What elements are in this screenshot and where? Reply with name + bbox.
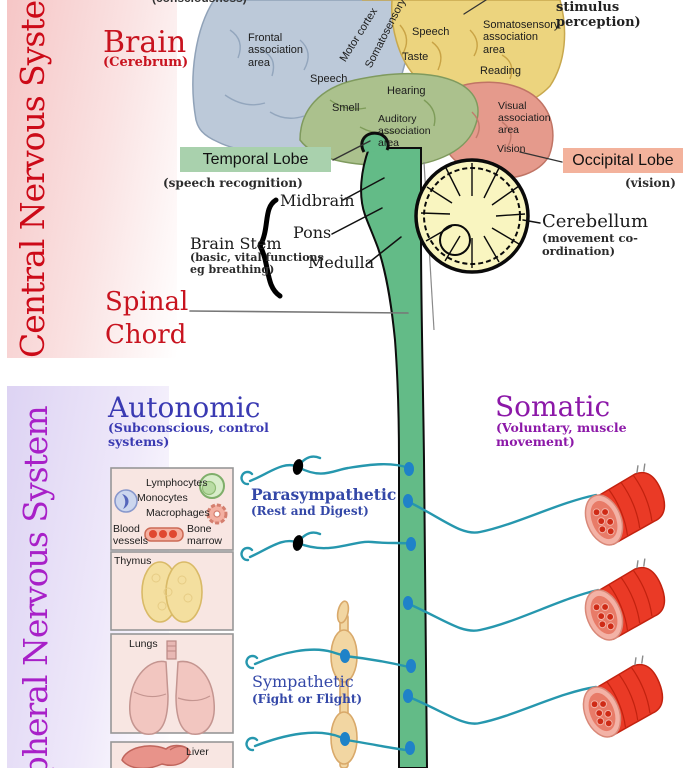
macrophage-cell-icon — [206, 503, 228, 525]
thymus-icon — [141, 561, 203, 623]
brain-subheading: (Cerebrum) — [103, 55, 189, 70]
somatic-nerve-3 — [407, 685, 598, 725]
sympathetic-label: Sympathetic — [252, 672, 354, 691]
smell-label: Smell — [332, 102, 360, 114]
brain-stem-sub: (basic, vital functions eg breathing) — [190, 251, 324, 277]
blood-vessel-icon — [144, 527, 184, 542]
monocyte-cell-icon — [114, 489, 138, 513]
brain-heading: Brain — [103, 25, 187, 60]
vision-label: Vision — [497, 143, 526, 155]
brain-illustration — [192, 0, 566, 179]
spinal-cord-shape — [360, 147, 429, 768]
cerebellum-illustration — [414, 158, 530, 274]
cerebellum-sub: (movement co-ordination) — [542, 231, 638, 258]
muscle-fibre-1 — [584, 463, 666, 546]
ganglia-nodes — [292, 459, 416, 755]
blood-vessels-label: Blood vessels — [113, 523, 149, 547]
brainstem-top-hook — [360, 131, 390, 153]
speech-frontal-label: Speech — [310, 73, 348, 85]
pointer-lines — [189, 0, 563, 314]
medulla-label: Medulla — [308, 253, 375, 272]
somatic-sub: (Voluntary, muscle movement) — [496, 420, 627, 449]
autonomic-sub: (Subconscious, control systems) — [108, 420, 269, 449]
somatic-nerve-2 — [407, 588, 600, 632]
taste-label: Taste — [402, 51, 429, 63]
thymus-label: Thymus — [114, 555, 152, 567]
midbrain-label: Midbrain — [280, 191, 355, 210]
monocytes-label: Monocytes — [137, 492, 188, 504]
consciousness-partial-label: (consciousness) — [152, 0, 247, 5]
sympathetic-sub: (Fight or Flight) — [252, 692, 363, 706]
brainstem-brace — [257, 197, 283, 299]
occipital-lobe-sub: (vision) — [625, 176, 676, 190]
lymphocytes-label: Lymphocytes — [146, 477, 208, 489]
sympathetic-nerve-1 — [245, 648, 411, 670]
spinal-chord-heading: Spinal Chord — [105, 287, 189, 350]
speech-parietal-label: Speech — [412, 26, 450, 38]
cns-section-banner — [7, 0, 177, 358]
muscle-fibre-3 — [582, 655, 664, 738]
lungs-label: Lungs — [129, 638, 158, 650]
parasympathetic-nerve-1 — [240, 463, 411, 486]
gyri-texture — [224, 24, 513, 147]
auditory-association-label: Auditory association area — [378, 113, 431, 149]
visual-association-label: Visual association area — [498, 100, 551, 136]
frontal-association-label: Frontal association area — [248, 32, 304, 69]
somatic-heading: Somatic — [495, 390, 611, 423]
lungs-icon — [129, 640, 215, 735]
brain-stem-label: Brain Stem — [190, 234, 282, 253]
liver-icon — [121, 744, 191, 768]
parasympathetic-nerve-2 — [240, 539, 413, 562]
temporal-lobe-tag: Temporal Lobe — [180, 147, 331, 172]
bone-marrow-label: Bone marrow — [187, 523, 223, 547]
parasympathetic-sub: (Rest and Digest) — [251, 504, 369, 518]
hearing-label: Hearing — [387, 85, 426, 97]
cerebellum-label: Cerebellum — [542, 211, 649, 232]
somatosensory-association-label: Somatosensory association area — [483, 19, 560, 56]
pons-label: Pons — [293, 223, 332, 242]
parasympathetic-label: Parasympathetic — [251, 485, 397, 504]
autonomic-heading: Autonomic — [108, 391, 261, 424]
macrophages-label: Macrophages — [146, 507, 210, 519]
organ-panel — [110, 467, 234, 768]
somatic-nerve-1 — [407, 493, 598, 534]
lymphocyte-cell-icon — [199, 473, 225, 499]
temporal-lobe-sub: (speech recognition) — [163, 176, 303, 190]
liver-label: Liver — [186, 746, 209, 758]
reading-label: Reading — [480, 65, 521, 77]
stimulus-perception-partial-label: stimulus perception) — [556, 0, 641, 30]
muscle-fibre-2 — [584, 558, 666, 641]
occipital-lobe-tag: Occipital Lobe — [563, 148, 683, 173]
